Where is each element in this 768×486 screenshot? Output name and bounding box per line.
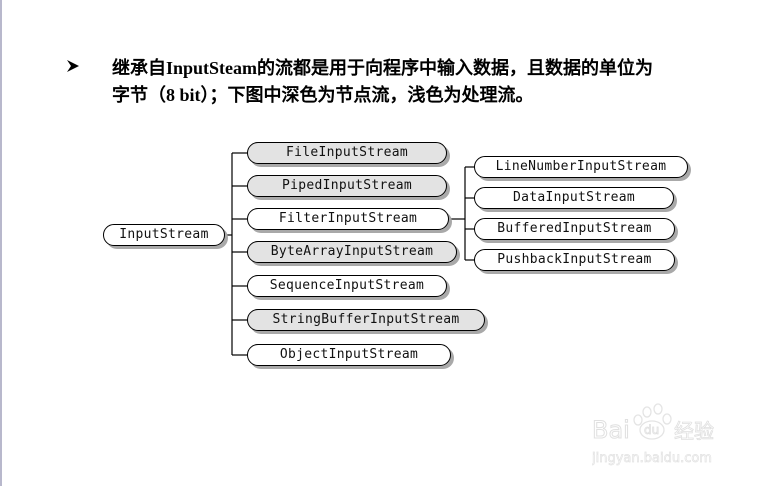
node-pipedinputstream: PipedInputStream xyxy=(247,175,447,197)
baidu-watermark: Bai du 经验 jingyan.baidu.com xyxy=(591,400,752,470)
arrowhead-bullet-icon xyxy=(67,60,79,72)
node-fileinputstream: FileInputStream xyxy=(247,142,447,164)
node-inputstream: InputStream xyxy=(103,224,225,246)
node-datainputstream: DataInputStream xyxy=(474,187,674,209)
svg-text:经验: 经验 xyxy=(674,419,714,443)
node-bytearrayinputstream: ByteArrayInputStream xyxy=(247,241,457,263)
left-border xyxy=(0,0,2,486)
node-linenumberinputstream: LineNumberInputStream xyxy=(474,156,688,178)
node-objectinputstream: ObjectInputStream xyxy=(247,344,451,366)
heading-line-1: 继承自InputSteam的流都是用于向程序中输入数据，且数据的单位为 xyxy=(112,58,654,78)
watermark-url: jingyan.baidu.com xyxy=(592,451,712,466)
svg-text:Bai: Bai xyxy=(592,416,630,444)
svg-text:du: du xyxy=(644,423,659,437)
page-heading: 继承自InputSteam的流都是用于向程序中输入数据，且数据的单位为 字节（8… xyxy=(112,55,732,109)
node-sequenceinputstream: SequenceInputStream xyxy=(247,275,447,297)
heading-line-2: 字节（8 bit）；下图中深色为节点流，浅色为处理流。 xyxy=(112,85,534,105)
node-bufferedinputstream: BufferedInputStream xyxy=(474,218,675,240)
node-stringbufferinputstream: StringBufferInputStream xyxy=(247,309,485,331)
node-filterinputstream: FilterInputStream xyxy=(247,208,449,230)
node-pushbackinputstream: PushbackInputStream xyxy=(474,249,675,271)
baidu-paw-logo-icon: Bai du 经验 jingyan.baidu.com xyxy=(591,403,714,466)
